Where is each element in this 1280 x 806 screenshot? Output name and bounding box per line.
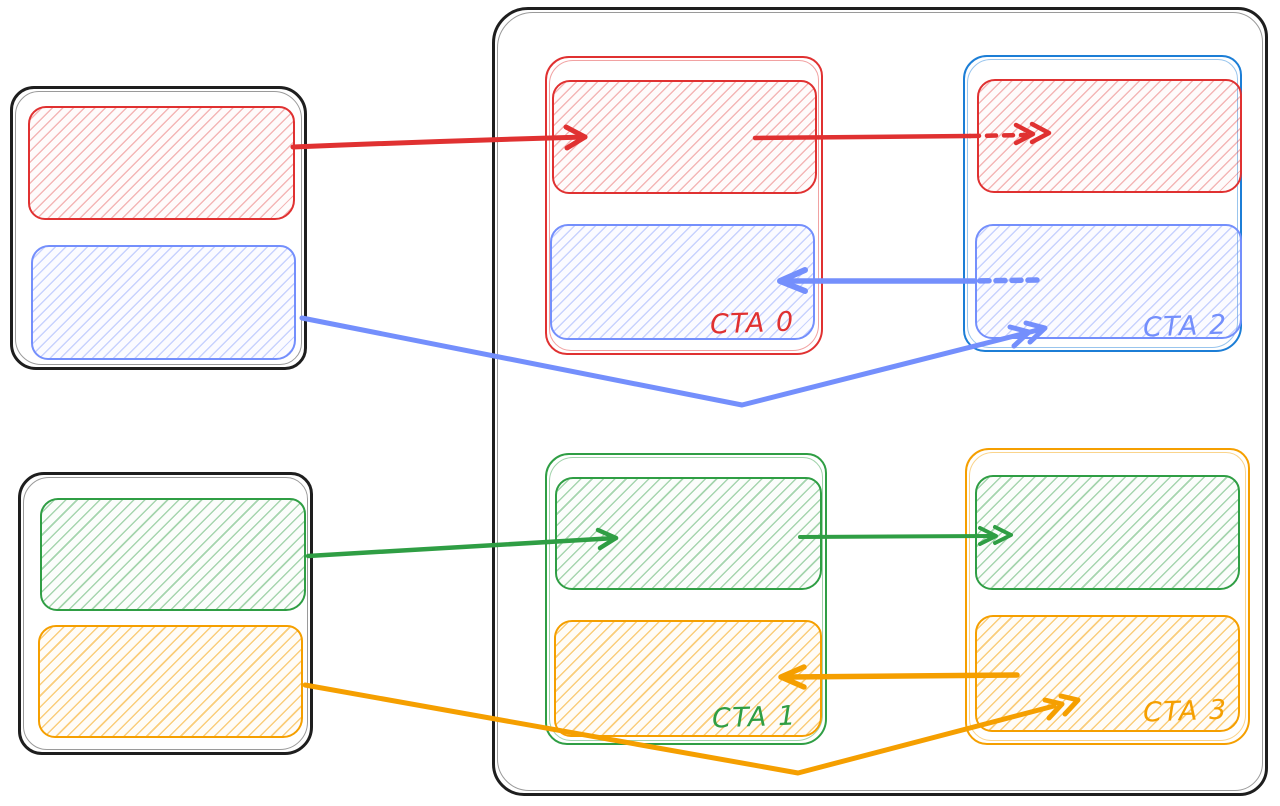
cta0-box: CTA 0 [545,56,823,355]
cta3-box: CTA 3 [965,448,1250,745]
cta1-box: CTA 1 [545,453,827,745]
source-slot-red [28,106,295,220]
source-slot-blue [31,245,296,360]
cta2-box: CTA 2 [963,55,1242,352]
cta1-slot-orange [554,620,822,737]
source-slot-orange [38,625,303,738]
cta2-slot-blue [975,224,1242,339]
cta1-slot-green [555,477,822,590]
source-panel-red-blue [10,86,307,370]
source-slot-green [40,498,306,611]
cta3-slot-orange [975,615,1240,732]
cta0-slot-red [552,80,817,194]
cta2-slot-red [977,79,1242,193]
source-panel-green-orange [18,472,313,755]
cta0-slot-blue [550,224,815,340]
cta3-slot-green [975,475,1240,590]
